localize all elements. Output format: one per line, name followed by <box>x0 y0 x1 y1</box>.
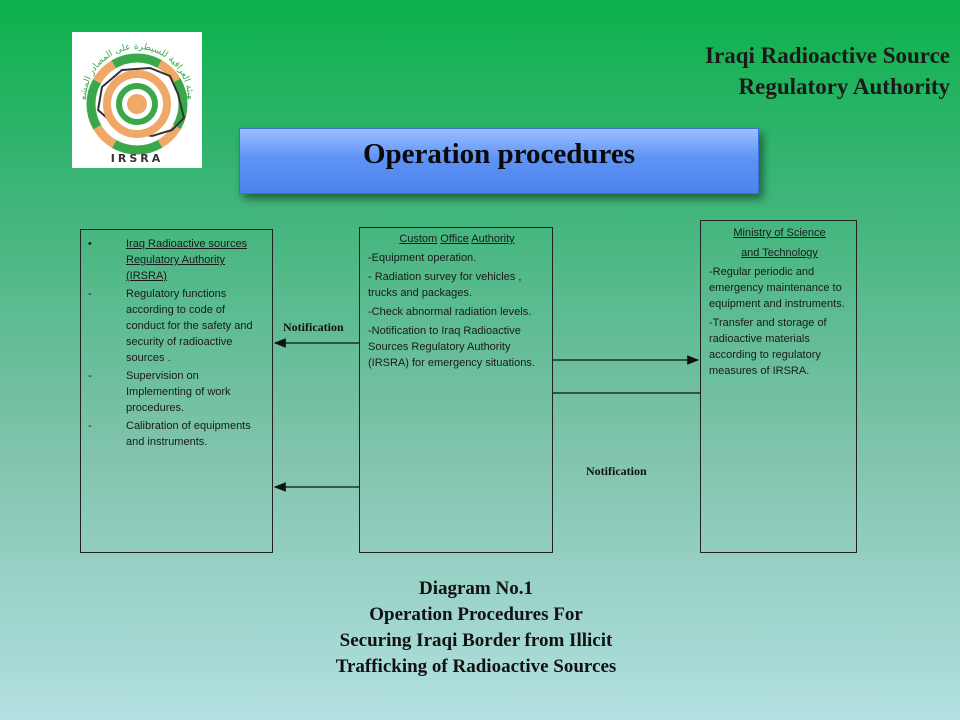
notification-label-left: Notification <box>283 320 344 334</box>
irsra-box-title: Iraq Radioactive sources Regulatory Auth… <box>126 238 248 282</box>
title-banner: Operation procedures <box>239 128 759 194</box>
irsra-title-row: • Iraq Radioactive sources Regulatory Au… <box>88 236 266 284</box>
custom-office-title: Custom Office Authority <box>368 231 546 247</box>
list-item: - Regulatory functions according to code… <box>88 286 266 366</box>
list-item: - Radiation survey for vehicles , trucks… <box>368 271 522 299</box>
item-marker: - <box>88 370 92 382</box>
item-text: Calibration of equipments and instrument… <box>126 420 251 448</box>
item-text: Supervision on Implementing of work proc… <box>126 370 231 414</box>
banner-title: Operation procedures <box>362 138 635 170</box>
list-item: -Check abnormal radiation levels. <box>368 306 532 318</box>
ministry-title-line1: Ministry of Science <box>733 227 826 239</box>
title-word: Office <box>440 233 469 245</box>
item-text: Regulatory functions according to code o… <box>126 288 253 364</box>
logo-label: IRSRA <box>111 152 163 165</box>
list-item: - Supervision on Implementing of work pr… <box>88 368 266 416</box>
diagram-caption: Diagram No.1 Operation Procedures For Se… <box>270 576 682 680</box>
item-marker: - <box>88 288 92 300</box>
title-word: Custom <box>399 233 438 245</box>
bullet-marker: • <box>88 238 92 250</box>
item-marker: - <box>88 420 92 432</box>
ministry-title-line2: and Technology <box>741 247 818 259</box>
irsra-logo: الهيئة العراقية للسيطرة على المصادر المش… <box>72 32 202 168</box>
ministry-box: Ministry of Science and Technology -Regu… <box>700 220 857 553</box>
logo-emblem-icon: الهيئة العراقية للسيطرة على المصادر المش… <box>72 32 195 165</box>
list-item: -Notification to Iraq Radioactive Source… <box>368 325 535 369</box>
list-item: -Regular periodic and emergency maintena… <box>709 266 845 310</box>
list-item: -Transfer and storage of radioactive mat… <box>709 317 827 377</box>
custom-office-box: Custom Office Authority -Equipment opera… <box>359 227 553 553</box>
org-title-line2: Regulatory Authority <box>738 74 950 99</box>
org-title: Iraqi Radioactive Source Regulatory Auth… <box>705 40 950 102</box>
caption-line3: Securing Iraqi Border from Illicit <box>339 630 613 651</box>
org-title-line1: Iraqi Radioactive Source <box>705 43 950 68</box>
notification-label-right: Notification <box>586 464 647 478</box>
caption-line1: Diagram No.1 <box>419 578 533 599</box>
title-word: Authority <box>471 233 515 245</box>
list-item: -Equipment operation. <box>368 252 477 264</box>
caption-line2: Operation Procedures For <box>369 604 583 625</box>
caption-line4: Trafficking of Radioactive Sources <box>335 656 617 677</box>
irsra-box: • Iraq Radioactive sources Regulatory Au… <box>80 229 273 553</box>
list-item: - Calibration of equipments and instrume… <box>88 418 266 450</box>
